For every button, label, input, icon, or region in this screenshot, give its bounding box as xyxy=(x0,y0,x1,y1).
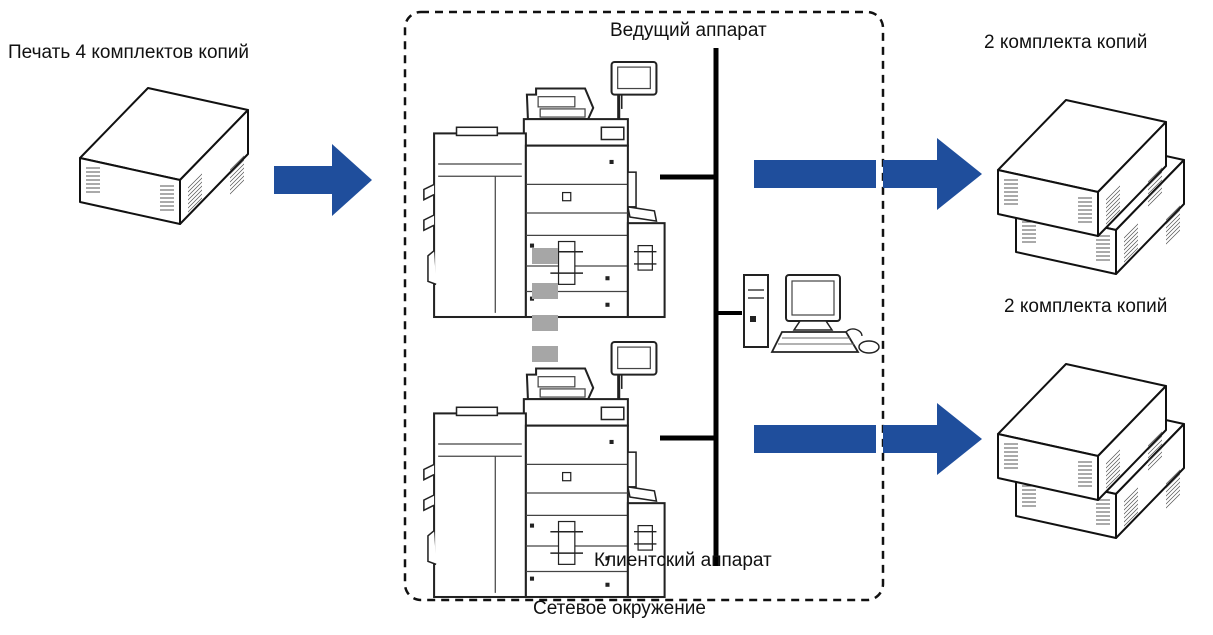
output-arrow-bottom-icon xyxy=(754,403,982,475)
master-label: Ведущий аппарат xyxy=(610,20,767,41)
output-bottom-label: 2 комплекта копий xyxy=(1004,296,1168,317)
printer-link xyxy=(532,248,558,362)
source-label: Печать 4 комплектов копий xyxy=(8,42,250,63)
source-paper-stack-icon xyxy=(80,88,248,224)
client-label: Клиентский аппарат xyxy=(594,550,772,571)
output-arrow-top-icon xyxy=(754,138,982,210)
network-label: Сетевое окружение xyxy=(533,598,706,619)
network-boundary xyxy=(403,10,885,602)
computer-icon xyxy=(716,274,880,354)
input-arrow-icon xyxy=(274,144,372,216)
master-printer-icon xyxy=(422,60,667,319)
output-top-label: 2 комплекта копий xyxy=(984,32,1148,53)
